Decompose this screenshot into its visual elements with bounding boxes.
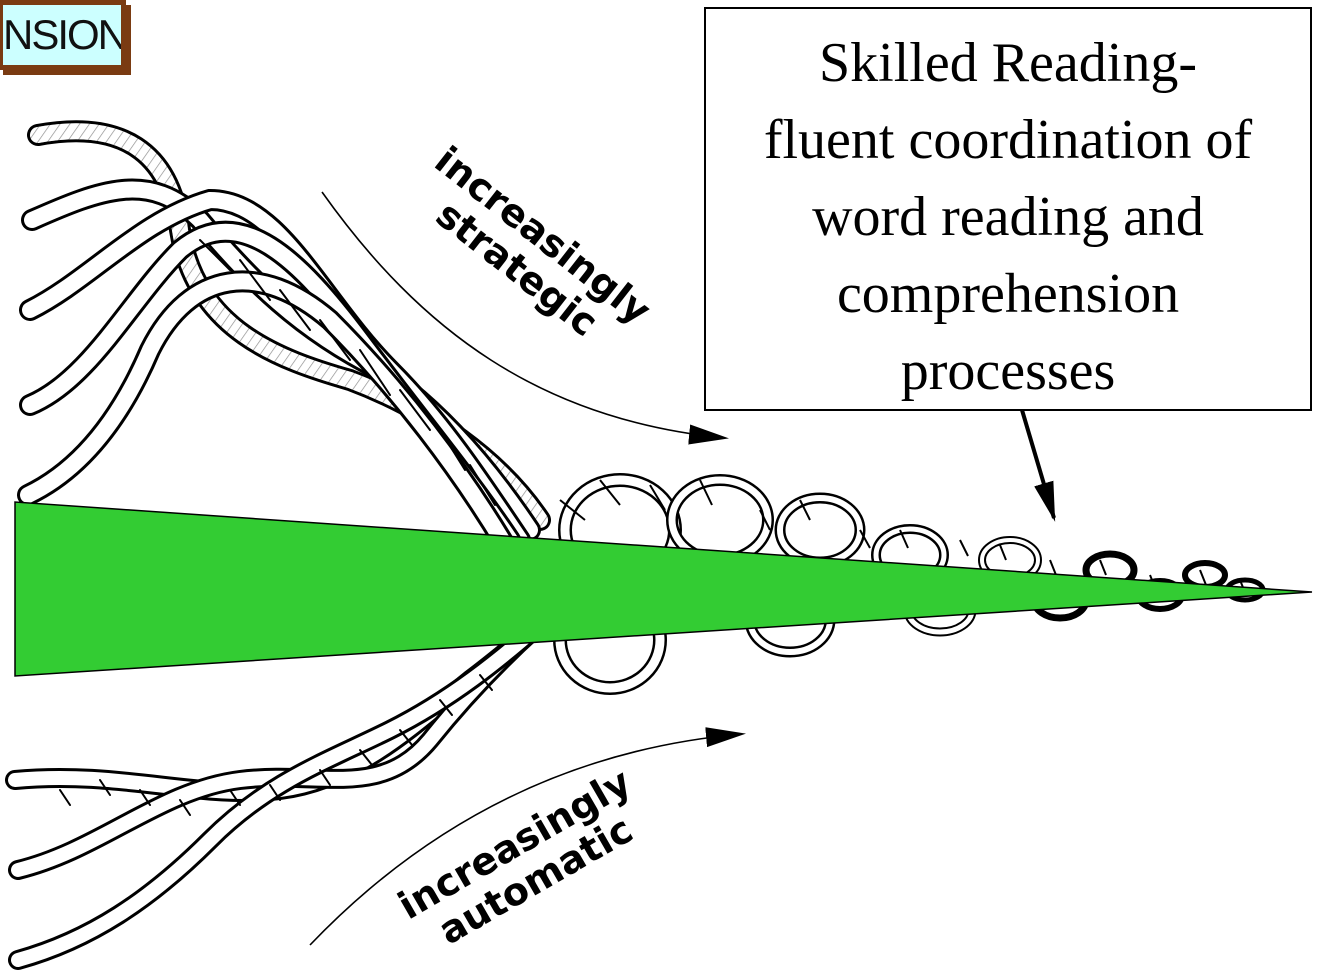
callout-line-4: comprehension — [836, 263, 1180, 325]
callout-line-3: word reading and — [812, 186, 1204, 248]
callout-line-5: processes — [900, 340, 1116, 402]
upper-strands-icon — [17, 120, 551, 556]
skilled-reading-callout: Skilled Reading- fluent coordination of … — [704, 7, 1312, 411]
corner-title-label: NSION — [0, 0, 126, 70]
arrow-automatic-icon — [309, 727, 746, 946]
callout-arrow-icon — [1020, 409, 1056, 522]
green-wedge — [14, 501, 1313, 677]
lower-strands-icon — [5, 600, 570, 970]
callout-line-2: fluent coordination of — [763, 109, 1253, 171]
callout-line-1: Skilled Reading- — [819, 32, 1197, 94]
arrow-strategic-icon — [321, 191, 729, 445]
